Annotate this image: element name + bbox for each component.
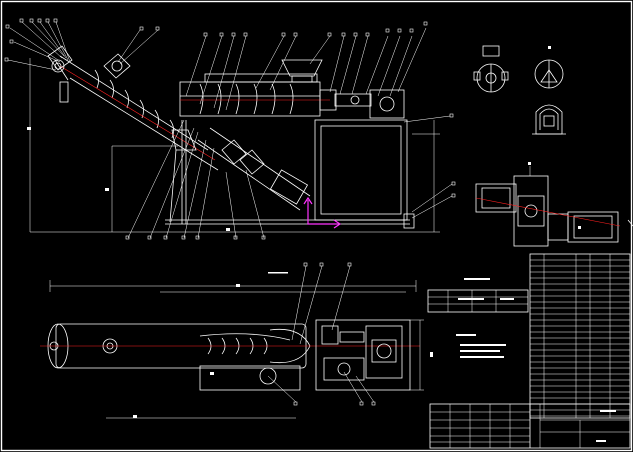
gearbox-plan-view xyxy=(475,162,621,247)
discharge-motor xyxy=(269,169,309,205)
incline-motor xyxy=(103,53,131,79)
inclined-tube-top xyxy=(59,55,209,151)
feed-hopper xyxy=(281,59,323,77)
section-detail-view xyxy=(532,104,566,135)
end-view-right xyxy=(534,46,564,89)
horizontal-screw-flights xyxy=(199,83,294,115)
part-balloons xyxy=(4,18,456,240)
flow-direction-arrow xyxy=(307,200,338,225)
front-elevation-view xyxy=(4,18,456,240)
part-leaders-top xyxy=(7,21,453,219)
inclined-screw-flights xyxy=(94,69,174,139)
parts-list-table xyxy=(529,253,631,419)
title-block xyxy=(429,403,631,449)
support-frame xyxy=(314,119,408,221)
end-view-left xyxy=(473,45,509,93)
inclined-tube-bottom xyxy=(69,77,219,171)
spec-table-small xyxy=(427,278,529,313)
plan-drive-frame xyxy=(315,319,411,391)
plan-view xyxy=(40,262,433,419)
sheet-right-tick xyxy=(627,219,633,227)
technical-notes xyxy=(456,334,506,358)
part-leaders-bottom xyxy=(127,119,265,239)
drive-gear-reducer xyxy=(369,89,405,119)
